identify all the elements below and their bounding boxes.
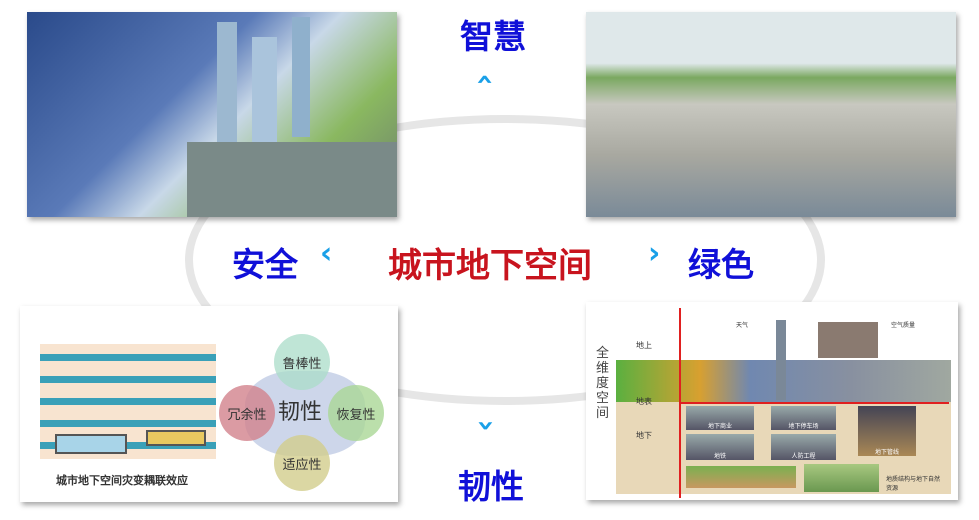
vchar: 间 [596, 406, 610, 421]
petal-robustness: 鲁棒性 [274, 334, 330, 390]
label-geology: 地质结构与地下自然资源 [886, 476, 941, 492]
vchar: 全 [596, 346, 610, 361]
diagram-caption: 城市地下空间灾变耦联效应 [56, 474, 188, 487]
chevron-up-icon: › [466, 73, 502, 86]
petal-recovery: 恢复性 [328, 385, 384, 441]
smart-city-image [27, 12, 397, 217]
vchar: 空 [596, 391, 610, 406]
vchar: 维 [596, 361, 610, 376]
tile-civil-defense: 人防工程 [771, 434, 836, 460]
resilience-card: 城市地下空间灾变耦联效应 鲁棒性 冗余性 恢复性 适应性 韧性 [20, 306, 398, 502]
label-safety: 安全 [232, 245, 298, 284]
chevron-left-icon: ‹ [320, 236, 333, 271]
tile-metro: 地铁 [686, 434, 754, 460]
vertical-label: 全维度空间 [596, 346, 610, 421]
vchar: 度 [596, 376, 610, 391]
label-smart: 智慧 [460, 17, 526, 56]
chevron-right-icon: › [648, 236, 661, 271]
label-resilience: 韧性 [458, 467, 524, 506]
center-title: 城市地下空间 [388, 246, 592, 286]
label-weather: 天气 [736, 322, 749, 329]
petal-adaptability: 适应性 [274, 435, 330, 491]
cycle-ring [185, 115, 825, 405]
tile-commercial: 地下商业 [686, 406, 754, 430]
level-surface: 地表 [636, 397, 652, 406]
resilience-center: 韧性 [278, 400, 323, 425]
chevron-down-icon: › [468, 419, 504, 432]
horizontal-axis [679, 402, 949, 404]
underground-station-image [586, 12, 956, 217]
tile-pipelines: 地下管线 [858, 406, 916, 456]
tile-parking: 地下停车场 [771, 406, 836, 430]
level-above: 地上 [636, 341, 652, 350]
label-air-quality: 空气质量 [891, 322, 916, 329]
level-below: 地下 [636, 431, 652, 440]
full-dimension-space-card: 全维度空间 地上 地表 地下 天气 空气质量 地下商业 地下停车场 地铁 人防工… [586, 302, 958, 500]
petal-redundancy: 冗余性 [219, 385, 275, 441]
label-green: 绿色 [688, 245, 754, 284]
